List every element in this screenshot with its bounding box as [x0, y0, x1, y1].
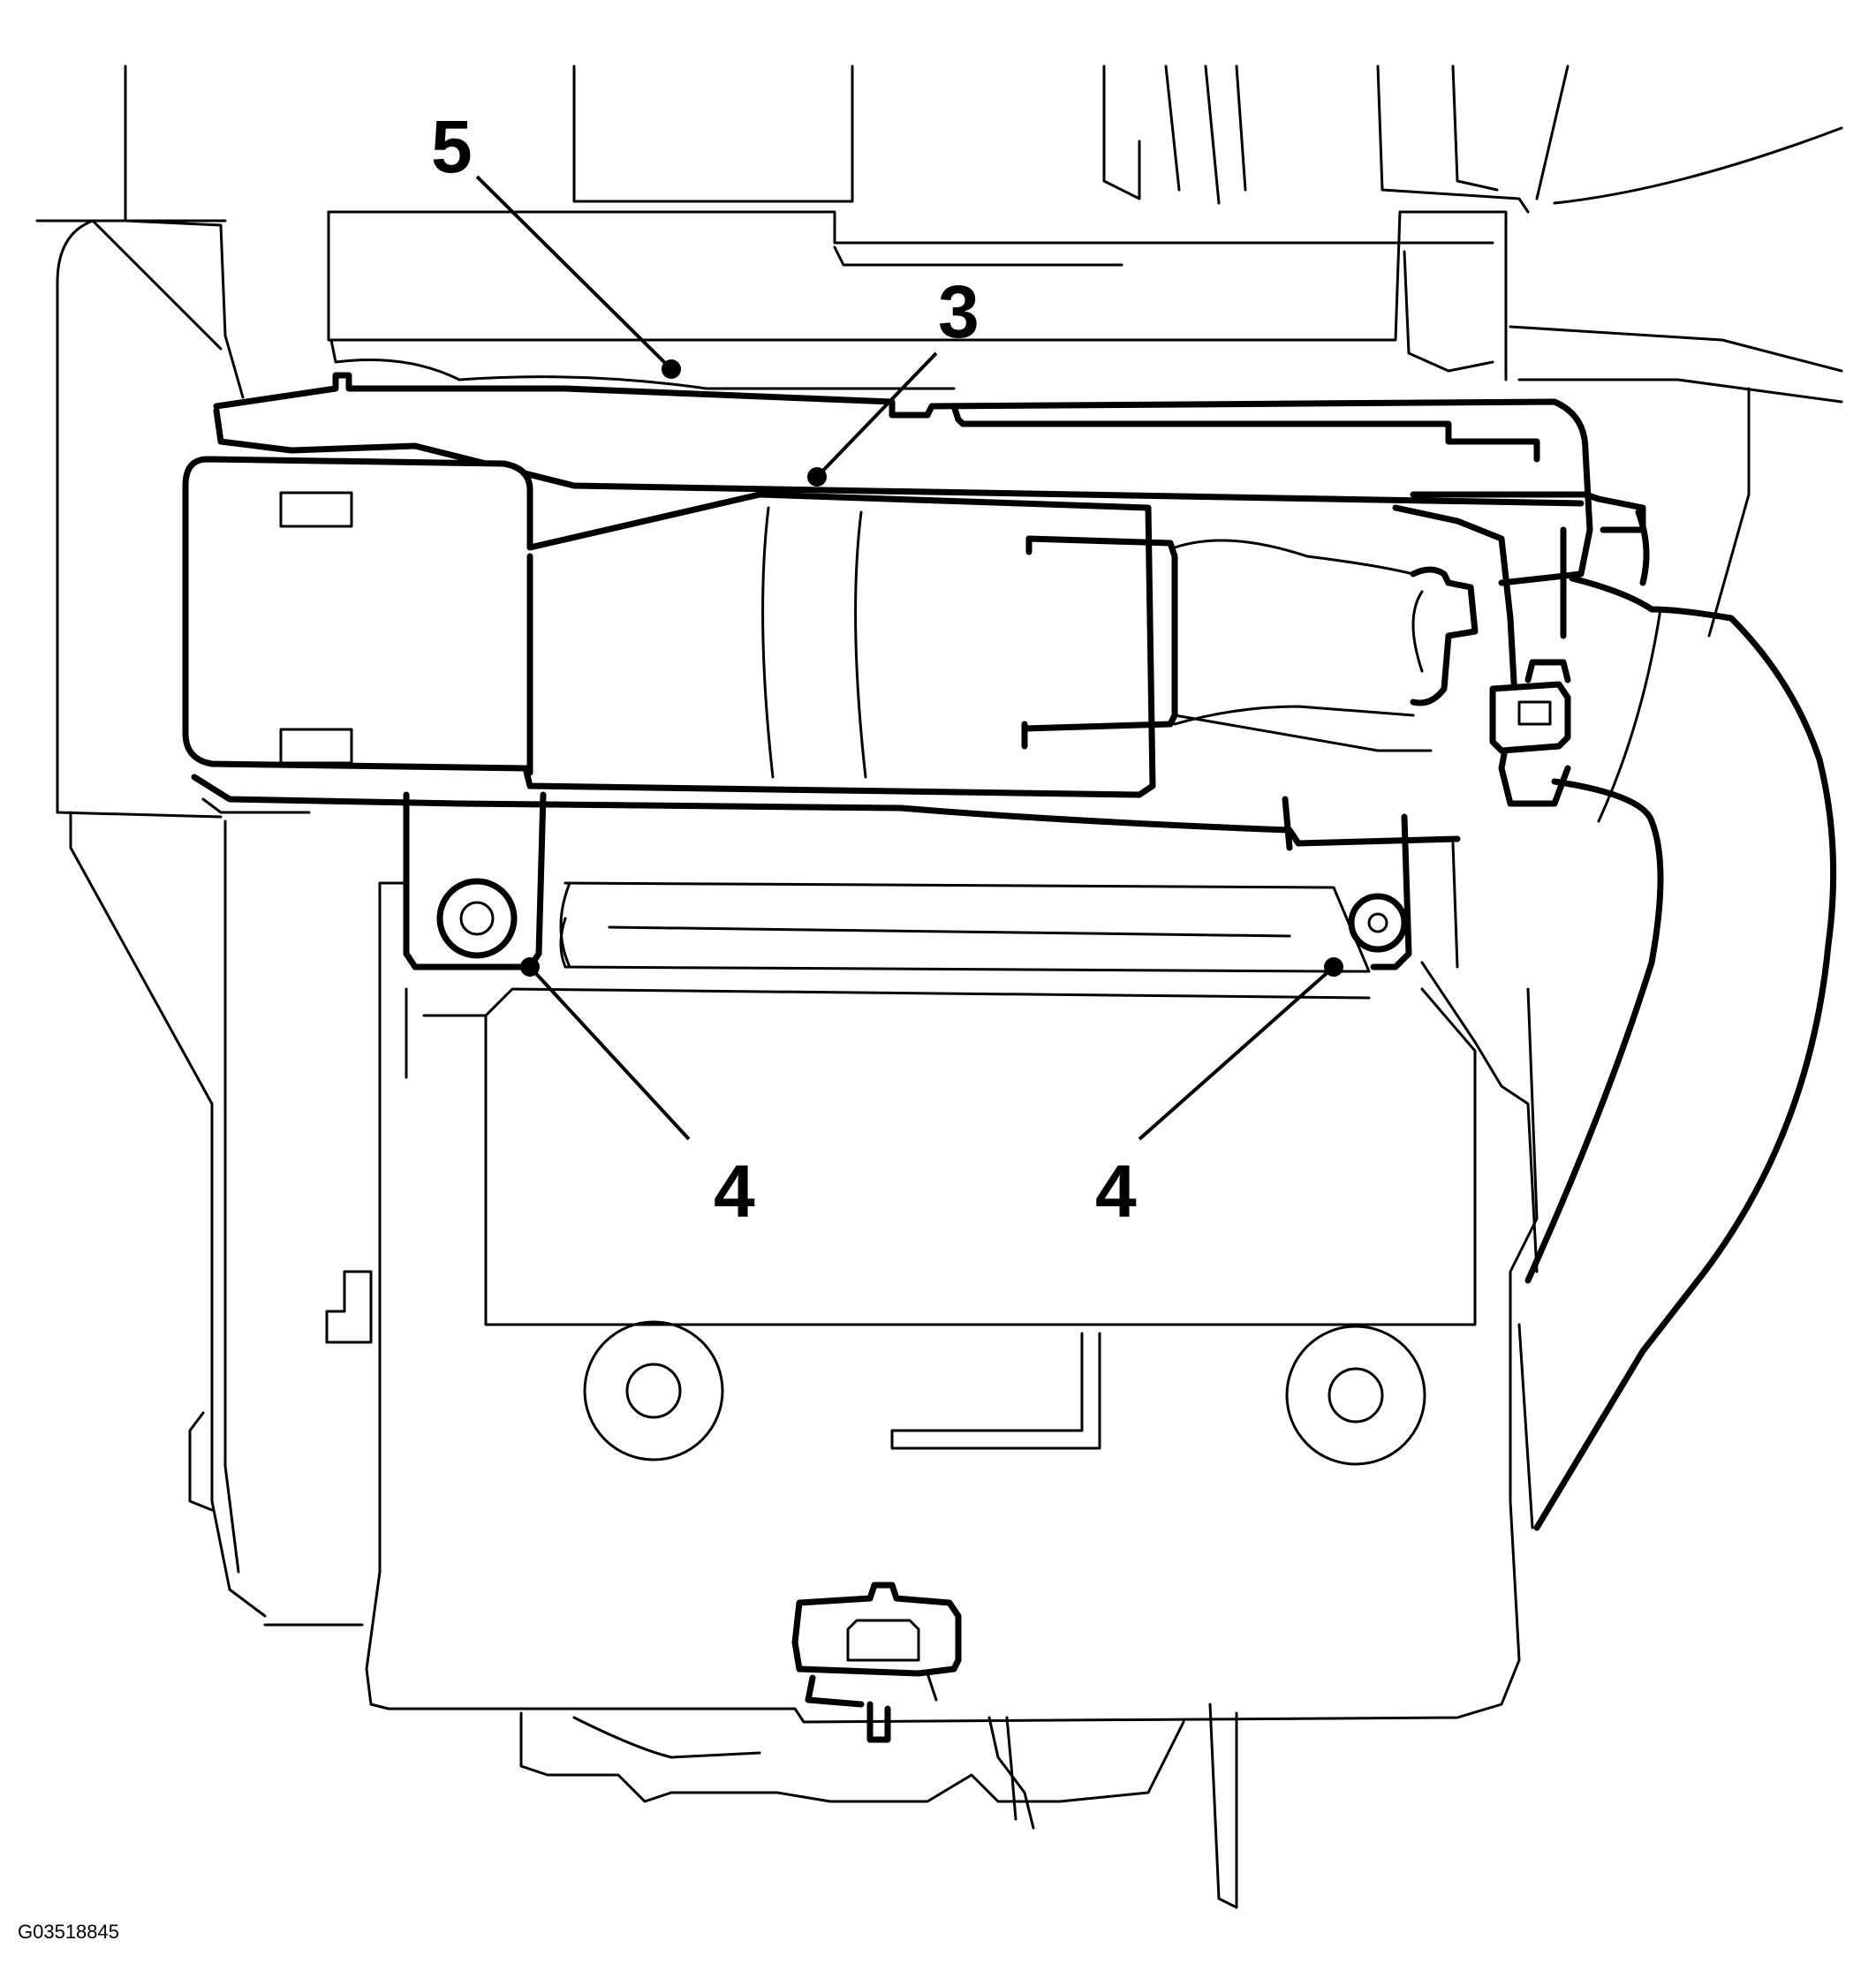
- wiring-harness: [1517, 575, 1837, 1531]
- callout-4-left: 4: [714, 1150, 755, 1233]
- module-housing: [182, 456, 1571, 807]
- rail-assembly: [191, 372, 1650, 847]
- callout-dot-5: [662, 359, 681, 379]
- figure-id: G03518845: [18, 1921, 119, 1943]
- callout-labels: 5 3 4 4: [431, 105, 1137, 1233]
- callout-dot-4-right: [1324, 957, 1343, 977]
- background-structure: [35, 64, 1843, 1627]
- mounting-bracket: [403, 791, 1459, 973]
- callout-leaders: [475, 175, 1343, 1141]
- right-connector: [1410, 566, 1571, 754]
- callout-4-right: 4: [1095, 1150, 1137, 1233]
- lower-module-box: [188, 881, 1539, 1724]
- callout-dot-4-left: [520, 957, 540, 977]
- bottom-connector: [791, 1582, 962, 1743]
- callout-3: 3: [938, 270, 980, 353]
- underside-details: [519, 1703, 1238, 1909]
- callout-5: 5: [431, 105, 473, 188]
- callout-dot-3: [807, 467, 827, 487]
